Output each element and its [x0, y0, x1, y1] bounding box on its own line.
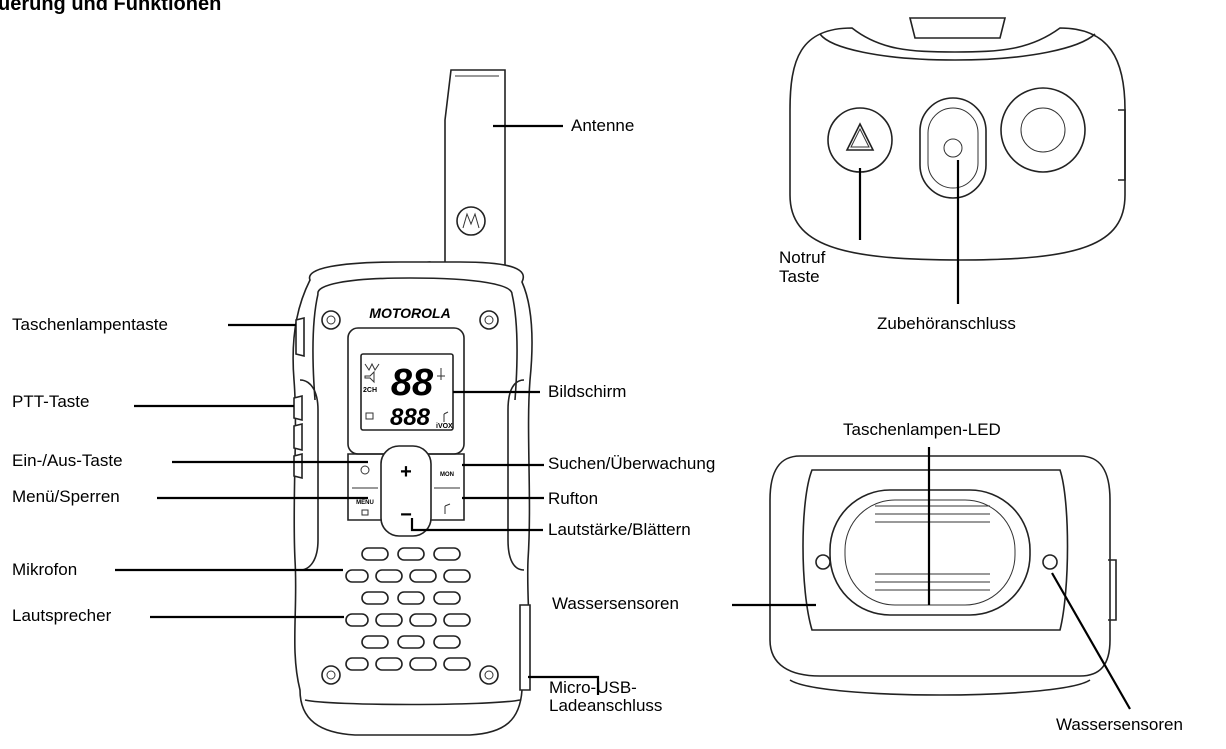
- menu-key-label: MENU: [356, 500, 374, 506]
- label-power-button: Ein-/Aus-Taste: [12, 451, 123, 471]
- plus-key-label: +: [400, 461, 412, 483]
- mon-key-label: MON: [440, 472, 454, 478]
- label-antenna: Antenne: [571, 116, 634, 136]
- label-water-sensors-right: Wassersensoren: [1056, 715, 1183, 735]
- label-micro-usb-line2: Ladeanschluss: [549, 696, 662, 716]
- label-micro-usb-line1: Micro-USB-: [549, 678, 637, 698]
- label-call-tone: Rufton: [548, 489, 598, 509]
- label-emergency-line1: Notruf: [779, 248, 825, 268]
- display-channel-digits: 88: [391, 362, 434, 404]
- display-2ch-icon: 2CH: [363, 387, 377, 394]
- label-ptt-button: PTT-Taste: [12, 392, 89, 412]
- label-screen: Bildschirm: [548, 382, 626, 402]
- display-vox-icon: iVOX: [436, 423, 453, 430]
- display-sub-digits: 888: [390, 404, 431, 431]
- label-menu-lock: Menü/Sperren: [12, 487, 120, 507]
- label-microphone: Mikrofon: [12, 560, 77, 580]
- label-flashlight-button: Taschenlampentaste: [12, 315, 168, 335]
- label-emergency-line2: Taste: [779, 267, 820, 287]
- antenna-drawing: [390, 70, 505, 268]
- minus-key-label: −: [400, 504, 412, 526]
- label-volume-scroll: Lautstärke/Blättern: [548, 520, 691, 540]
- label-scan-monitor: Suchen/Überwachung: [548, 454, 715, 474]
- label-water-sensors-left: Wassersensoren: [552, 594, 679, 614]
- brand-logo: MOTOROLA: [369, 305, 450, 321]
- bottom-view-drawing: [770, 456, 1116, 695]
- label-accessory-port: Zubehöranschluss: [877, 314, 1016, 334]
- label-flashlight-led: Taschenlampen-LED: [843, 420, 1001, 440]
- label-speaker: Lautsprecher: [12, 606, 111, 626]
